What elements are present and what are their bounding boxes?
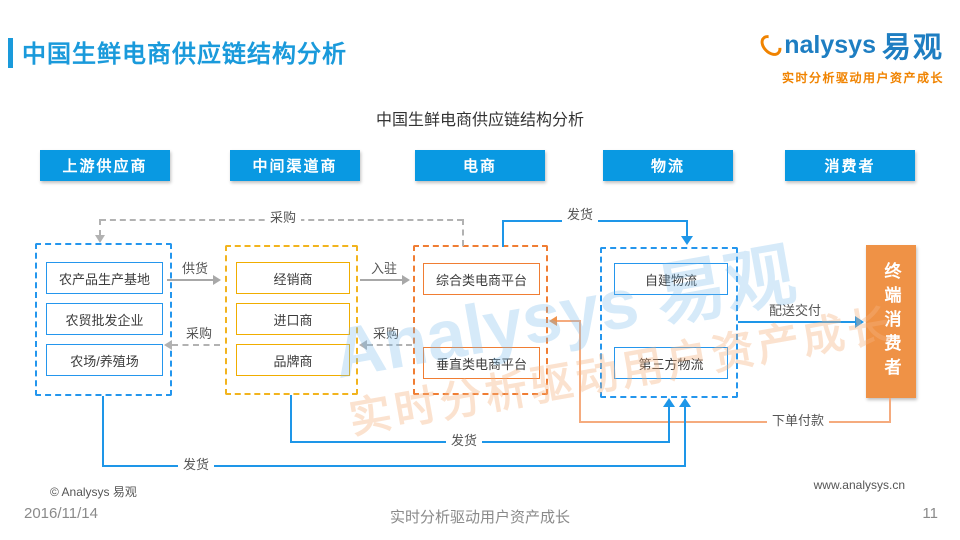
flow-settle-in-label: 入驻: [366, 260, 403, 277]
flow-ship-top-label: 发货: [562, 206, 599, 223]
footer-date: 2016/11/14: [24, 505, 98, 522]
flow-procure-mid-line: [367, 344, 412, 346]
flow-delivery-arrowhead: [855, 316, 864, 328]
node-agri-wholesale: 农贸批发企业: [46, 303, 163, 335]
analysys-logo: nalysys 易观 实时分析驱动用户资产成长: [756, 24, 944, 86]
flow-supply-line: [167, 279, 214, 281]
flow-ship-mid-label: 发货: [446, 432, 483, 449]
diagram-subtitle: 中国生鲜电商供应链结构分析: [375, 112, 584, 129]
flow-supply-label: 供货: [177, 260, 214, 277]
footer-copyright: © Analysys 易观: [50, 485, 137, 499]
node-comprehensive-platform: 综合类电商平台: [423, 263, 540, 295]
column-header-logistics: 物流: [603, 150, 733, 181]
flow-ship-top-line: [502, 220, 504, 247]
flow-order-pay-line: [579, 320, 581, 423]
group-middle-channels: 经销商 进口商 品牌商: [225, 245, 358, 395]
flow-procure-left-arrowhead: [164, 340, 172, 350]
flow-ship-top-line: [686, 220, 688, 237]
flow-delivery-line: [738, 321, 856, 323]
flow-ship-bottom-arrowhead: [679, 398, 691, 407]
flow-procure-left-label: 采购: [181, 325, 218, 342]
page-title: 中国生鲜电商供应链结构分析: [22, 41, 347, 68]
flow-settle-in-arrowhead: [402, 275, 410, 285]
flow-ship-top-arrowhead: [681, 236, 693, 245]
node-importer: 进口商: [236, 303, 350, 335]
flow-procure-top-arrowhead: [95, 235, 105, 243]
title-accent-bar: [8, 38, 13, 68]
flow-procure-top-line: [462, 219, 464, 246]
flow-procure-left-line: [172, 344, 220, 346]
group-upstream-suppliers: 农产品生产基地 农贸批发企业 农场/养殖场: [35, 243, 172, 396]
footer-slogan: 实时分析驱动用户资产成长: [389, 509, 570, 526]
group-ecommerce: 综合类电商平台 垂直类电商平台: [413, 245, 548, 395]
column-header-consumers: 消费者: [785, 150, 915, 181]
flow-settle-in-line: [360, 279, 403, 281]
flow-ship-bottom-line: [102, 465, 686, 467]
flow-procure-top-line: [99, 219, 101, 236]
flow-procure-mid-arrowhead: [359, 340, 367, 350]
flow-ship-mid-line: [290, 395, 292, 442]
footer-page-number: 11: [922, 505, 938, 522]
flow-ship-bottom-line: [102, 396, 104, 466]
flow-order-pay-label: 下单付款: [767, 412, 830, 429]
column-header-ecommerce: 电商: [415, 150, 545, 181]
flow-procure-mid-label: 采购: [368, 325, 405, 342]
node-end-consumer: 终端消费者: [866, 245, 916, 398]
flow-ship-mid-line: [668, 406, 670, 442]
node-brand-owner: 品牌商: [236, 344, 350, 376]
flow-supply-arrowhead: [213, 275, 221, 285]
flow-order-pay-line: [579, 421, 890, 423]
logo-cn-text: 易观: [881, 32, 944, 64]
node-vertical-platform: 垂直类电商平台: [423, 347, 540, 379]
flow-procure-top-label: 采购: [265, 209, 302, 226]
flow-delivery-label: 配送交付: [764, 302, 827, 319]
flow-order-pay-line: [889, 398, 891, 423]
node-distributor: 经销商: [236, 262, 350, 294]
column-header-upstream-suppliers: 上游供应商: [40, 150, 170, 181]
flow-ship-bottom-label: 发货: [178, 456, 215, 473]
logo-tagline: 实时分析驱动用户资产成长: [781, 71, 944, 85]
logo-swoosh-icon: [756, 30, 786, 60]
flow-ship-mid-arrowhead: [663, 398, 675, 407]
flow-order-pay-arrowhead: [549, 316, 557, 326]
footer-website: www.analysys.cn: [813, 478, 905, 492]
node-farm-production-base: 农产品生产基地: [46, 262, 163, 294]
group-logistics: 自建物流 第三方物流: [600, 247, 738, 398]
node-third-party-logistics: 第三方物流: [614, 347, 728, 379]
node-farm-ranch: 农场/养殖场: [46, 344, 163, 376]
node-self-built-logistics: 自建物流: [614, 263, 728, 295]
flow-ship-bottom-line: [684, 406, 686, 466]
column-header-middle-channels: 中间渠道商: [230, 150, 360, 181]
logo-latin-text: nalysys: [784, 30, 876, 59]
flow-order-pay-line: [557, 320, 580, 322]
